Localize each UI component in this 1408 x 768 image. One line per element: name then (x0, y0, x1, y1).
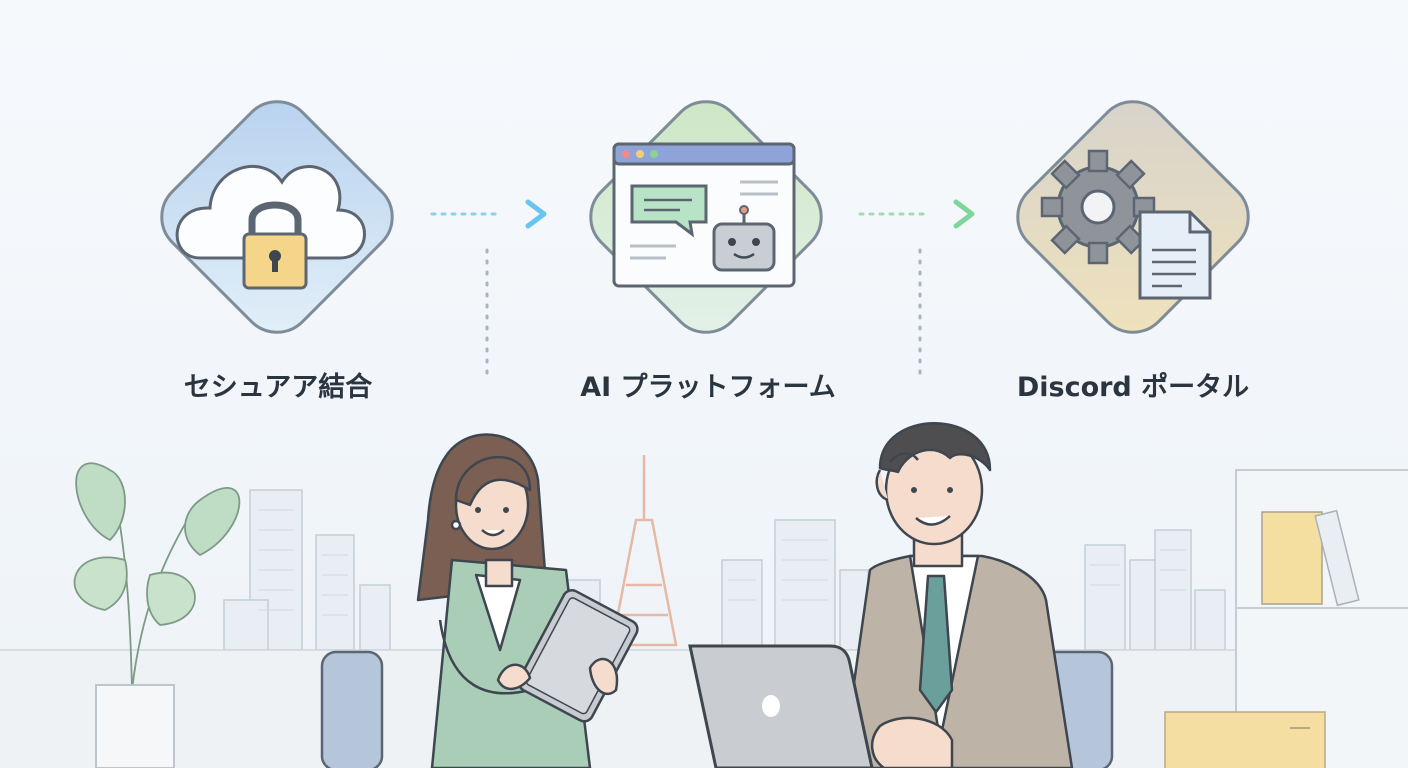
step-2-label: AI プラットフォーム (580, 372, 836, 403)
woman-with-tablet (416, 433, 639, 768)
step-3-card (1016, 100, 1250, 334)
gear-document-icon (1040, 149, 1212, 300)
chair-left (320, 650, 384, 768)
chat-bot-window-icon (612, 142, 796, 288)
step-1-label: セシュアア結合 (183, 372, 373, 403)
potted-plant (73, 462, 241, 768)
step-1-card (160, 100, 394, 334)
tower-landmark (610, 455, 678, 647)
laptop (688, 644, 954, 768)
man-with-laptop (840, 422, 1074, 768)
arrow-step-1-to-2 (430, 199, 547, 229)
bookshelf (1164, 469, 1408, 768)
skyline-windows (258, 509, 1186, 616)
arrow-step-2-to-3 (858, 199, 975, 229)
step-2-card (589, 100, 823, 334)
step-3-label: Discord ポータル (1016, 372, 1250, 403)
cloud-lock-icon (175, 165, 366, 290)
